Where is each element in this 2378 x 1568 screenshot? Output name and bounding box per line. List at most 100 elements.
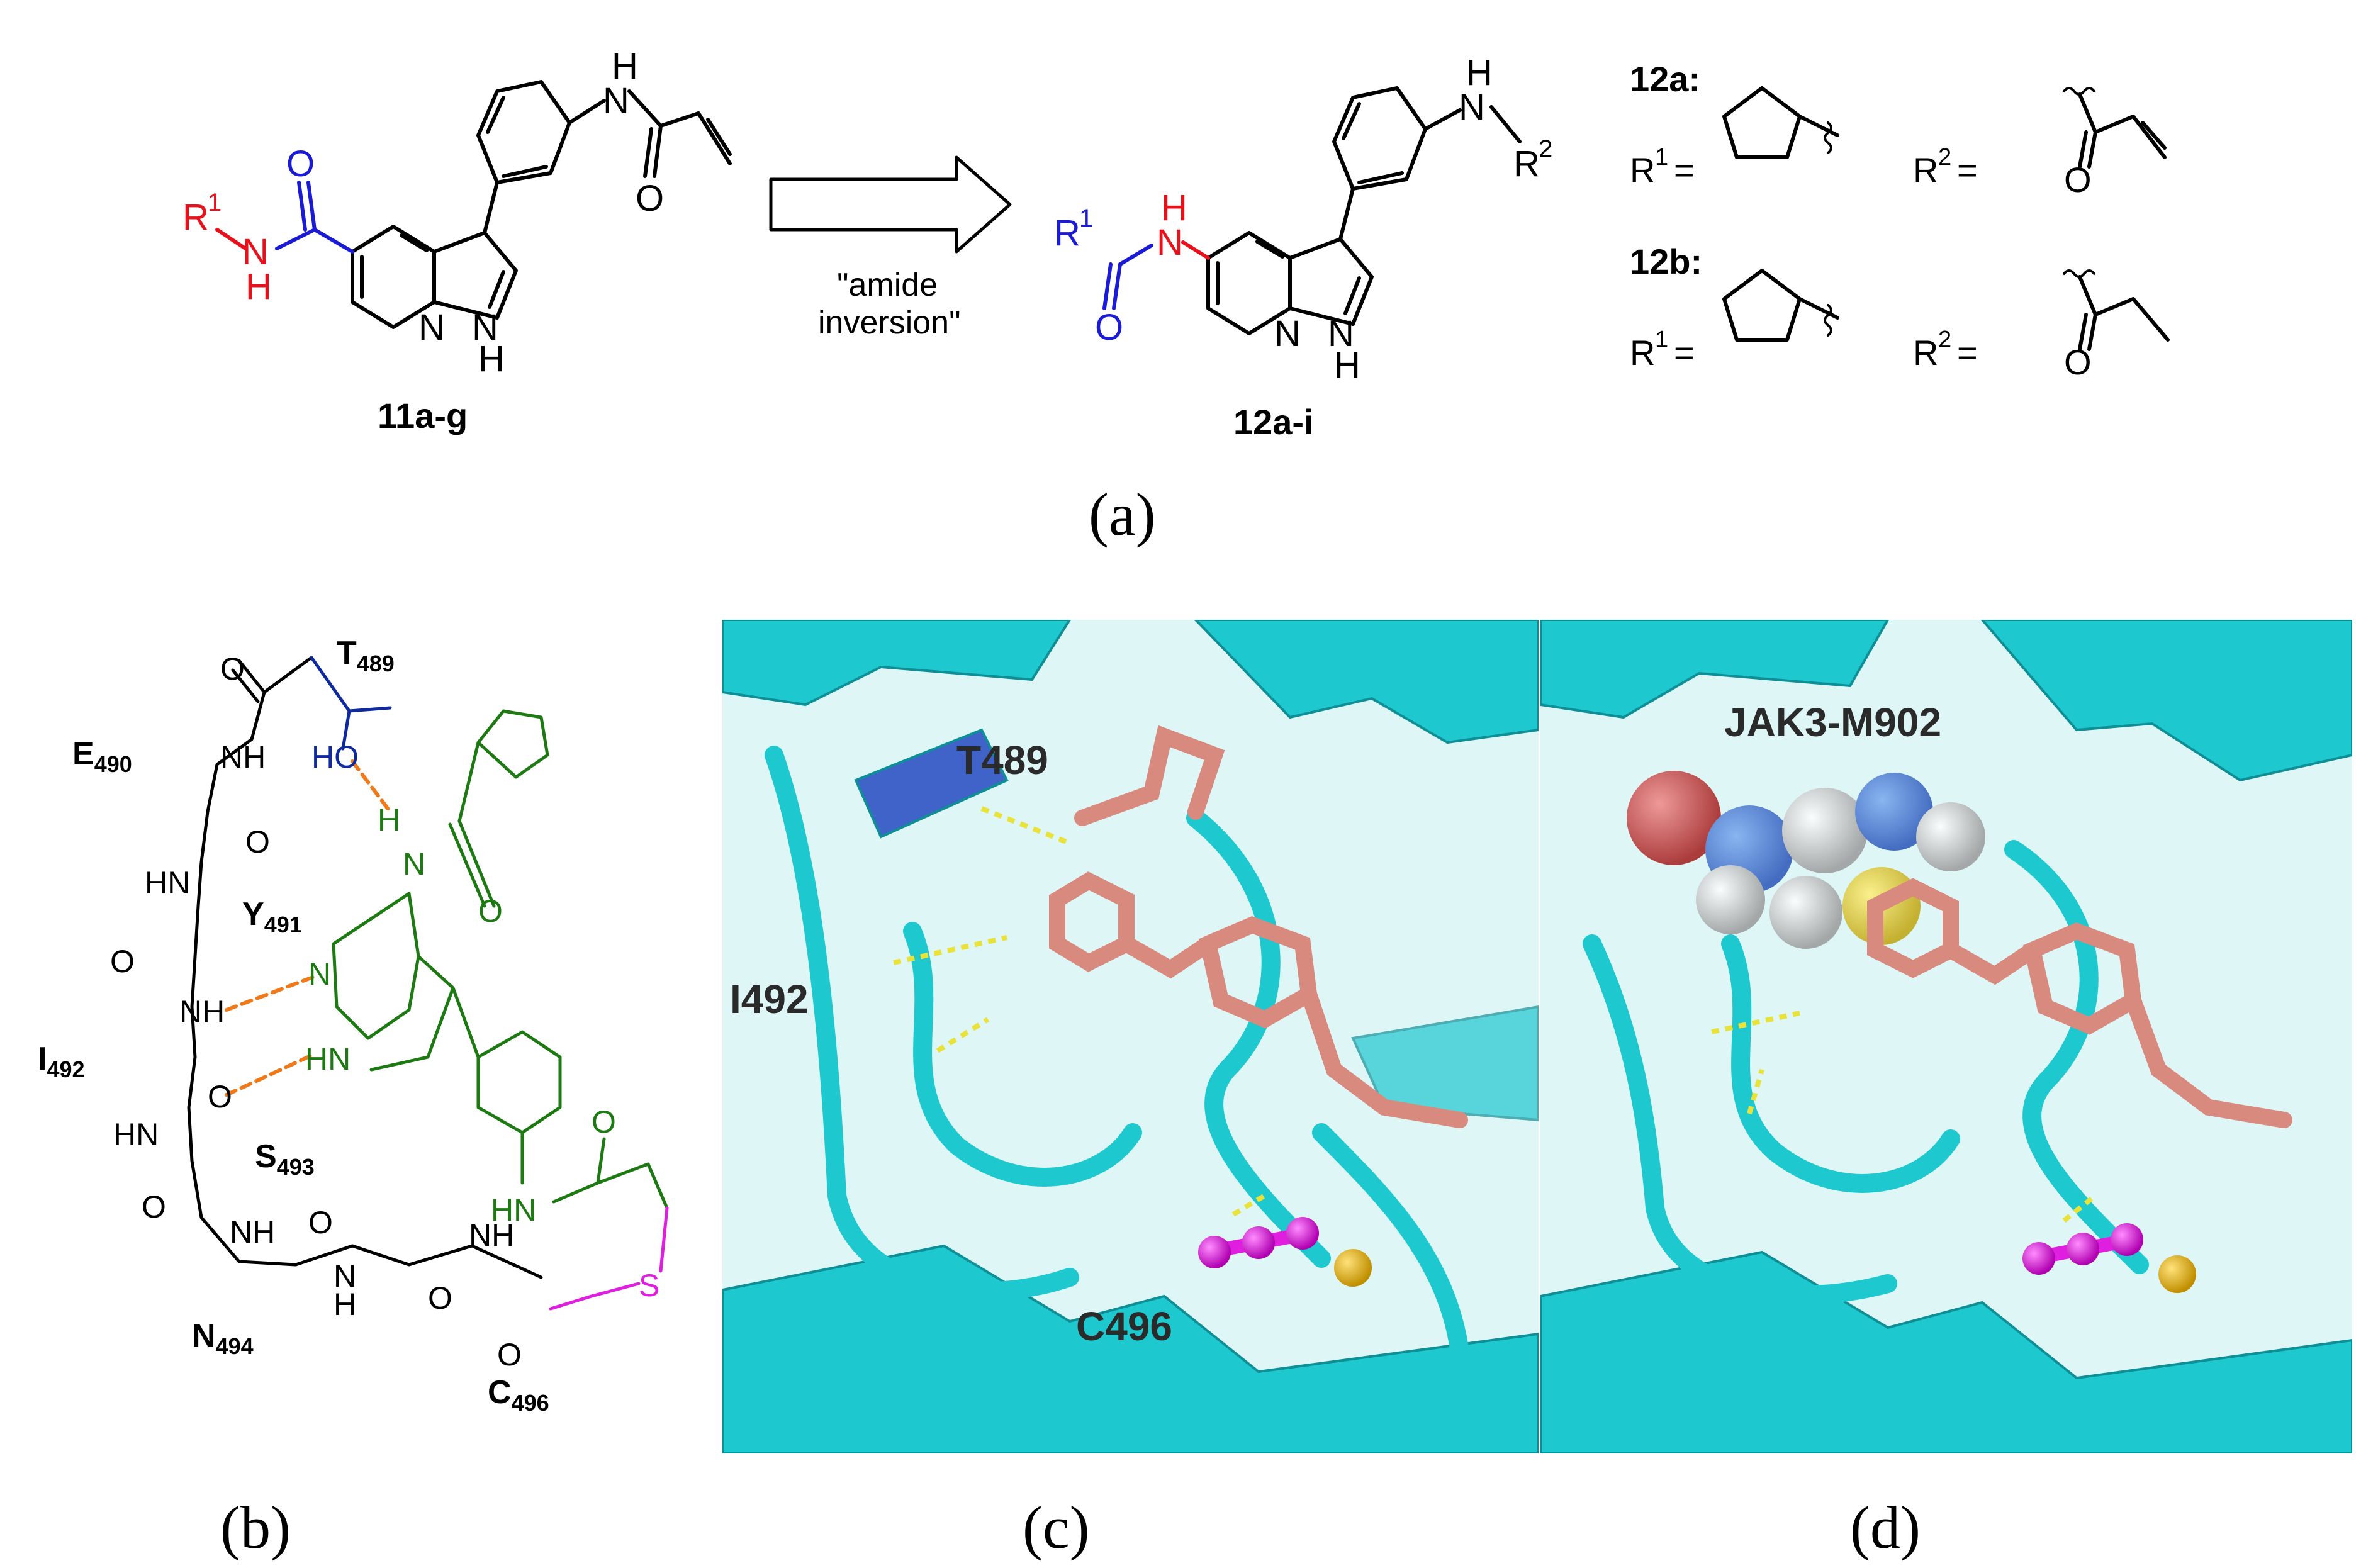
r1-label-12: R [1054,213,1080,254]
atom-label: O [142,1189,166,1224]
atom-label: H [612,46,638,87]
atom-label: O [220,651,245,686]
protein-ribbon [722,620,1539,1453]
compound-12-structure [1102,86,1522,335]
atom-label: H [478,339,505,379]
panel-c-caption: (c) [1023,1494,1090,1561]
residue-label-c496: C496 [1076,1304,1172,1349]
atom-label: N [472,307,498,348]
hbond-dashes [225,759,392,1097]
atom-label: O [1095,307,1123,348]
substituent-12b [1722,269,2170,351]
panel-a: O N H R 1 N N H N H O 11a-g "amide inver… [182,46,2170,548]
arrow-label-line2: inversion" [818,305,961,341]
substituent-12b-label: 12b: [1630,242,1702,281]
atom-label: O [208,1079,232,1114]
atom-label: N [334,1258,356,1294]
atom-label: HO [311,739,359,775]
r1-superscript: 1 [208,189,222,216]
residue-label-t489: T489 [337,635,395,676]
r1-eq-label: R [1630,150,1655,190]
compound-11-structure [215,80,732,329]
panel-c [722,620,1539,1453]
equals-sign: = [1957,333,1978,372]
atom-label: O [428,1280,452,1316]
atom-label: NH [220,739,266,775]
panel-b-caption: (b) [220,1494,291,1561]
ligand-sticks [1049,725,1468,1128]
atom-label: H [1334,345,1360,386]
compound-12-label: 12a-i [1233,402,1314,442]
atom-label: O [286,143,315,184]
arrow-label-line1: "amide [837,267,938,303]
residue-label-e490: E490 [72,736,132,777]
atom-label: HN [145,865,190,900]
r2-label: R [1513,143,1540,184]
loop-ribbons [765,746,1469,1362]
peptide-backbone [187,656,543,1279]
atom-label: N [603,81,629,121]
panel-a-caption: (a) [1089,481,1156,548]
equals-sign: = [1674,333,1695,372]
atom-label: HN [113,1117,159,1152]
atom-label: O [110,944,135,979]
substituent-12a [1722,86,2167,169]
residue-label-i492: I492 [38,1041,85,1082]
cysteine-balls [1198,1217,1372,1287]
atom-label: N [1274,313,1301,354]
r2-eq-label: R [1913,150,1938,190]
atom-label: N [308,956,331,992]
atom-label: O [592,1104,616,1140]
atom-label: O [478,893,503,929]
r1-label: R [182,197,209,238]
atom-label: O [497,1337,522,1372]
atom-label: HN [305,1041,351,1077]
atom-label: NH [179,994,225,1029]
atom-label: S [639,1268,659,1303]
atom-label: N [403,846,425,882]
atom-label: NH [469,1218,514,1253]
r1-eq-sup: 1 [1655,327,1668,353]
residue-label-i492: I492 [730,977,809,1022]
residue-label-n494: N494 [192,1318,254,1359]
inhibitor-label: JAK3-M902 [1724,700,1941,745]
residue-label-s493: S493 [255,1138,315,1180]
r2-superscript: 2 [1539,135,1552,163]
atom-label: N [242,232,269,272]
panel-b: O NH HO O HN O NH O HN O NH H N O O NH O… [38,635,669,1561]
atom-label: HN [491,1192,536,1228]
ligand-structure [332,709,669,1210]
panel-d-caption: (d) [1850,1494,1921,1561]
r1-eq-label: R [1630,333,1655,372]
atom-label: H [245,266,272,307]
residue-label-y491: Y491 [242,896,302,938]
residue-labels: T489 E490 Y491 I492 S493 N494 C496 [38,635,549,1416]
atom-label: O [245,824,270,860]
atom-label: O [308,1205,333,1240]
atom-label: N [1157,222,1183,263]
atom-label: H [378,802,400,837]
atom-label: O [2064,160,2092,199]
atom-label: N [1459,87,1485,128]
r1-superscript-12: 1 [1079,204,1093,232]
atom-label: N [1328,313,1354,354]
r1-eq-sup: 1 [1655,144,1668,171]
atom-label: H [1466,52,1493,93]
equals-sign: = [1674,150,1695,190]
atom-label: H [334,1287,356,1322]
residue-label-c496: C496 [488,1374,549,1416]
atom-label: N [418,307,445,348]
r2-eq-sup: 2 [1938,327,1951,353]
substituent-12a-label: 12a: [1630,59,1700,99]
atom-label: NH [230,1214,275,1250]
atom-label: O [2064,342,2092,382]
r2-eq-sup: 2 [1938,144,1951,171]
residue-label-t489: T489 [956,737,1048,783]
panel-d [1540,620,2352,1453]
atom-label: O [636,178,664,219]
compound-11-label: 11a-g [378,396,468,435]
reaction-arrow [769,155,1012,254]
atom-label: H [1161,188,1187,228]
equals-sign: = [1957,150,1978,190]
